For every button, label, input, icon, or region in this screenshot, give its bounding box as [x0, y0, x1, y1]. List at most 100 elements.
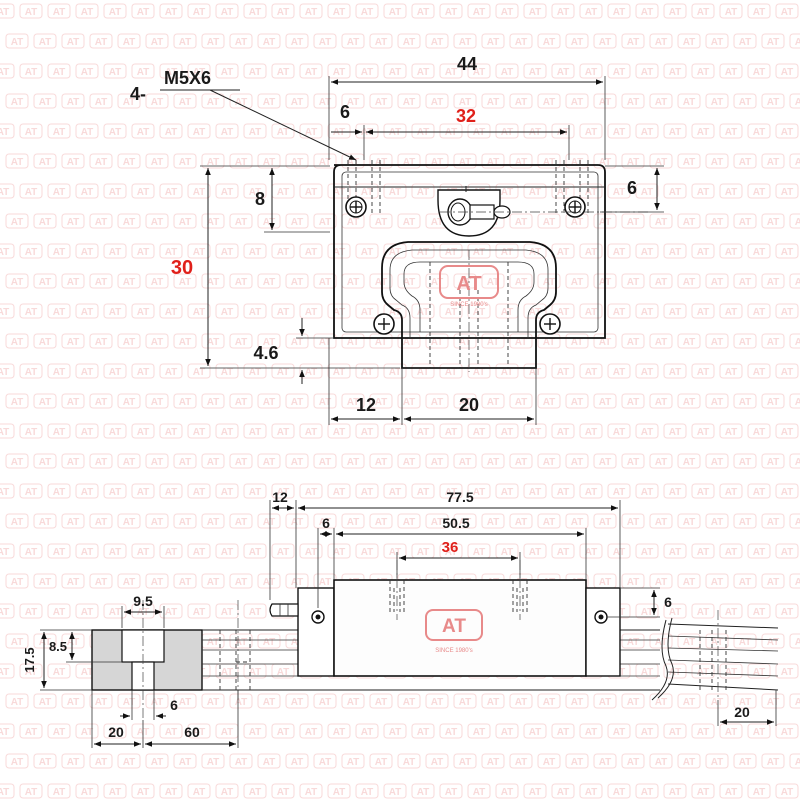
watermark-badge: AT	[313, 153, 337, 169]
watermark-badge: AT	[145, 93, 169, 109]
svg-text:AT: AT	[417, 547, 430, 558]
watermark-badge: AT	[5, 33, 29, 49]
svg-text:AT: AT	[417, 7, 430, 18]
svg-text:AT: AT	[347, 457, 360, 468]
svg-text:AT: AT	[795, 37, 800, 48]
svg-text:AT: AT	[501, 547, 514, 558]
watermark-badge: AT	[299, 543, 323, 559]
watermark-badge: AT	[257, 33, 281, 49]
svg-text:AT: AT	[529, 367, 542, 378]
watermark-badge: AT	[705, 33, 729, 49]
svg-text:AT: AT	[109, 487, 122, 498]
svg-text:AT: AT	[543, 337, 556, 348]
dim-mount-depth: 8	[255, 189, 265, 209]
watermark-badge: AT	[229, 33, 253, 49]
watermark-badge: AT	[621, 393, 645, 409]
watermark-badge: AT	[19, 603, 43, 619]
svg-text:AT: AT	[347, 397, 360, 408]
watermark-badge: AT	[159, 183, 183, 199]
svg-text:AT: AT	[515, 97, 528, 108]
svg-text:AT: AT	[557, 247, 570, 258]
svg-text:AT: AT	[753, 607, 766, 618]
svg-text:AT: AT	[11, 697, 24, 708]
watermark-badge: AT	[761, 513, 785, 529]
watermark-badge: AT	[761, 273, 785, 289]
watermark-badge: AT	[761, 453, 785, 469]
watermark-badge: AT	[117, 753, 141, 769]
svg-text:AT: AT	[109, 247, 122, 258]
svg-text:AT: AT	[627, 517, 640, 528]
watermark-badge: AT	[691, 3, 715, 19]
watermark-badge: AT	[453, 93, 477, 109]
svg-text:AT: AT	[207, 457, 220, 468]
svg-text:AT: AT	[25, 307, 38, 318]
watermark-badge: AT	[523, 303, 547, 319]
svg-text:AT: AT	[263, 697, 276, 708]
watermark-badge: AT	[677, 333, 701, 349]
watermark-badge: AT	[537, 93, 561, 109]
watermark-badge: AT	[383, 363, 407, 379]
watermark-badge: AT	[47, 123, 71, 139]
watermark-badge: AT	[271, 483, 295, 499]
watermark-badge: AT	[383, 183, 407, 199]
watermark-badge: AT	[411, 423, 435, 439]
svg-text:SINCE 1980's: SINCE 1980's	[435, 648, 473, 654]
watermark-badge: AT	[19, 3, 43, 19]
watermark-badge: AT	[271, 63, 295, 79]
svg-text:AT: AT	[725, 67, 738, 78]
svg-text:AT: AT	[347, 337, 360, 348]
watermark-badge: AT	[705, 573, 729, 589]
watermark-badge: AT	[425, 513, 449, 529]
svg-text:AT: AT	[319, 337, 332, 348]
svg-text:AT: AT	[25, 547, 38, 558]
svg-text:AT: AT	[781, 427, 794, 438]
svg-text:AT: AT	[305, 307, 318, 318]
watermark-badge: AT	[663, 3, 687, 19]
svg-text:AT: AT	[53, 367, 66, 378]
svg-text:AT: AT	[711, 397, 724, 408]
watermark-badge: AT	[201, 93, 225, 109]
watermark-badge: AT	[0, 663, 15, 679]
watermark-badge: AT	[691, 723, 715, 739]
svg-text:AT: AT	[641, 67, 654, 78]
watermark-badge: AT	[47, 603, 71, 619]
watermark-badge: AT	[201, 33, 225, 49]
watermark-badge: AT	[89, 693, 113, 709]
watermark-badge: AT	[285, 513, 309, 529]
svg-text:AT: AT	[697, 307, 710, 318]
svg-text:AT: AT	[529, 187, 542, 198]
svg-text:AT: AT	[123, 517, 136, 528]
svg-text:AT: AT	[375, 337, 388, 348]
watermark-badge: AT	[565, 333, 589, 349]
watermark-badge: AT	[201, 273, 225, 289]
watermark-badge: AT	[187, 3, 211, 19]
svg-text:AT: AT	[221, 607, 234, 618]
svg-text:AT: AT	[767, 277, 780, 288]
watermark-badge: AT	[47, 663, 71, 679]
svg-text:AT: AT	[543, 157, 556, 168]
watermark-badge: AT	[649, 753, 673, 769]
svg-text:AT: AT	[725, 187, 738, 198]
watermark-badge: AT	[173, 333, 197, 349]
watermark-badge: AT	[173, 513, 197, 529]
svg-text:AT: AT	[445, 307, 458, 318]
svg-text:AT: AT	[305, 487, 318, 498]
watermark-badge: AT	[257, 573, 281, 589]
watermark-badge: AT	[47, 723, 71, 739]
svg-text:AT: AT	[655, 277, 668, 288]
watermark-badge: AT	[327, 363, 351, 379]
watermark-badge: AT	[229, 213, 253, 229]
watermark-badge: AT	[789, 753, 800, 769]
watermark-badge: AT	[481, 33, 505, 49]
watermark-badge: AT	[635, 123, 659, 139]
watermark-badge: AT	[649, 213, 673, 229]
watermark-badge: AT	[215, 303, 239, 319]
svg-text:AT: AT	[697, 667, 710, 678]
watermark-badge: AT	[0, 603, 15, 619]
watermark-badge: AT	[271, 783, 295, 799]
watermark-badge: AT	[89, 33, 113, 49]
watermark-badge: AT	[173, 33, 197, 49]
svg-text:AT: AT	[655, 97, 668, 108]
